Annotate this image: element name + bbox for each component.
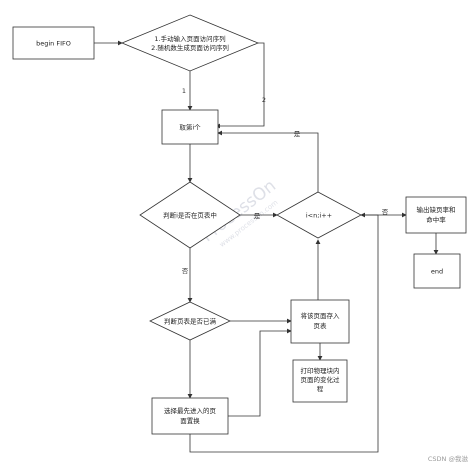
node-loop-text: i<n;i++	[306, 212, 332, 220]
nodes: begin FIFO 1.手动输入页面访问序列 2.随机数生成页面访问序列 取第…	[12, 14, 467, 435]
node-store-page-line2: 页表	[314, 321, 328, 330]
node-input-choice-line1: 1.手动输入页面访问序列	[154, 34, 225, 43]
edges	[94, 40, 439, 453]
edge-replace-store	[228, 328, 292, 417]
label-loop-no: 否	[382, 208, 389, 216]
node-replace-first: 选择最先进入的页 面置换	[151, 397, 229, 435]
label-loop-yes: 是	[294, 130, 301, 138]
label-choice-1: 1	[182, 87, 186, 95]
node-begin-text: begin FIFO	[36, 40, 71, 48]
node-output-rate: 输出缺页率和 命中率	[405, 196, 467, 234]
node-loop: i<n;i++	[276, 191, 362, 239]
node-replace-first-line1: 选择最先进入的页	[164, 406, 217, 415]
node-take-page-text: 取第i个	[179, 123, 201, 132]
node-print-blocks-line3: 程	[317, 384, 324, 393]
node-output-rate-line2: 命中率	[426, 215, 446, 224]
edge-labels: 1 2 是 是 否 否	[182, 87, 389, 275]
node-in-table: 判断i是否在页表中	[139, 181, 241, 249]
credit-label: CSDN @我滋	[427, 455, 468, 463]
node-in-table-text: 判断i是否在页表中	[163, 211, 217, 220]
node-print-blocks: 打印物理块内 页面的变化过 程	[292, 359, 348, 403]
edge-replace-loop	[189, 212, 379, 453]
node-input-choice-line2: 2.随机数生成页面访问序列	[151, 43, 229, 52]
node-table-full-text: 判断页表是否已满	[164, 317, 217, 326]
node-end: end	[413, 253, 461, 289]
node-replace-first-line2: 面置换	[180, 416, 200, 425]
node-print-blocks-line1: 打印物理块内	[301, 366, 340, 375]
label-intable-no: 否	[182, 267, 189, 275]
edge-choice-2	[215, 42, 265, 129]
node-take-page: 取第i个	[161, 109, 219, 145]
node-print-blocks-line2: 页面的变化过	[301, 375, 341, 384]
label-choice-2: 2	[262, 96, 266, 104]
edge-loop-yes	[217, 130, 319, 192]
node-begin: begin FIFO	[12, 26, 95, 60]
node-store-page: 将该页面存入 页表	[290, 299, 350, 344]
node-end-text: end	[431, 268, 443, 276]
node-table-full: 判断页表是否已满	[149, 301, 231, 341]
node-output-rate-line1: 输出缺页率和	[417, 205, 456, 214]
node-input-choice: 1.手动输入页面访问序列 2.随机数生成页面访问序列	[120, 14, 260, 72]
label-intable-yes: 是	[254, 212, 261, 220]
node-store-page-line1: 将该页面存入	[301, 311, 341, 320]
